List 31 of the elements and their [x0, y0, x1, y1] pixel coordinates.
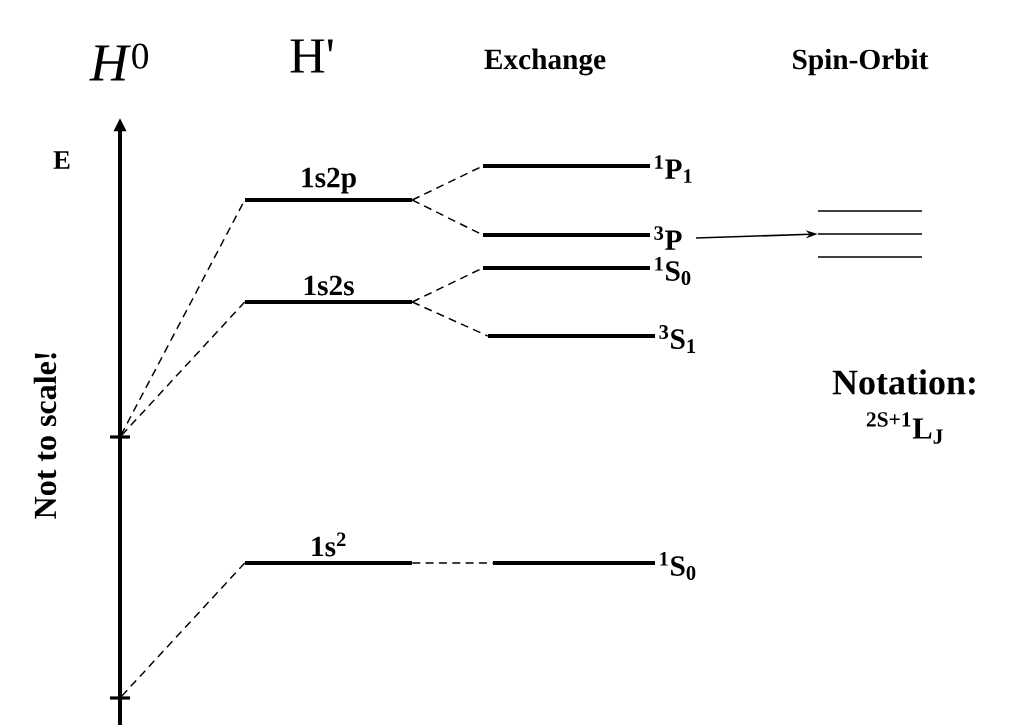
energy-level: $^{3}$P: [483, 226, 682, 250]
column-heading: H': [290, 39, 333, 73]
node-label: 1s2p: [302, 167, 356, 194]
energy-level: $^{1}$S$_{0}$: [483, 257, 691, 285]
dashed-connector: [121, 562, 246, 697]
node-label: $^{3}$P: [654, 226, 682, 250]
split-levels: [817, 210, 923, 258]
energy-level: $^{3}$S$_{1}$: [488, 325, 696, 353]
note: Notation:: [832, 369, 975, 395]
energy-level: 1s2s: [245, 275, 412, 304]
dashed-connector: [121, 301, 246, 436]
node-label: $^{1}$S$_{0}$: [655, 257, 691, 285]
axis-tick: [110, 435, 130, 439]
node-label: 1s2s: [304, 275, 354, 296]
note: Not to scale!: [33, 353, 57, 519]
column-heading: Spin-Orbit: [793, 48, 929, 76]
energy-level: $^{1}$S$_{0}$: [493, 552, 696, 580]
dashed-connector: [411, 301, 489, 337]
column-heading: Exchange: [484, 48, 606, 76]
node-label: $^{3}$S$_{1}$: [659, 325, 696, 353]
energy-level: 1s2p: [245, 167, 412, 202]
axis-tick: [110, 696, 130, 700]
node-label: $^{1}$P$_{1}$: [655, 155, 692, 183]
node-label: 1s$^{2}$: [312, 532, 346, 557]
node-label: $^{1}$S$_{0}$: [660, 552, 696, 580]
dashed-connector: [411, 562, 494, 564]
column-heading: H$^{0}$: [89, 43, 149, 81]
notation-formula: $^{2S+1}$L$_{J}$: [866, 412, 943, 444]
energy-level: 1s$^{2}$: [245, 532, 412, 565]
energy-level: $^{1}$P$_{1}$: [483, 155, 692, 183]
axis-label: E: [53, 151, 70, 169]
